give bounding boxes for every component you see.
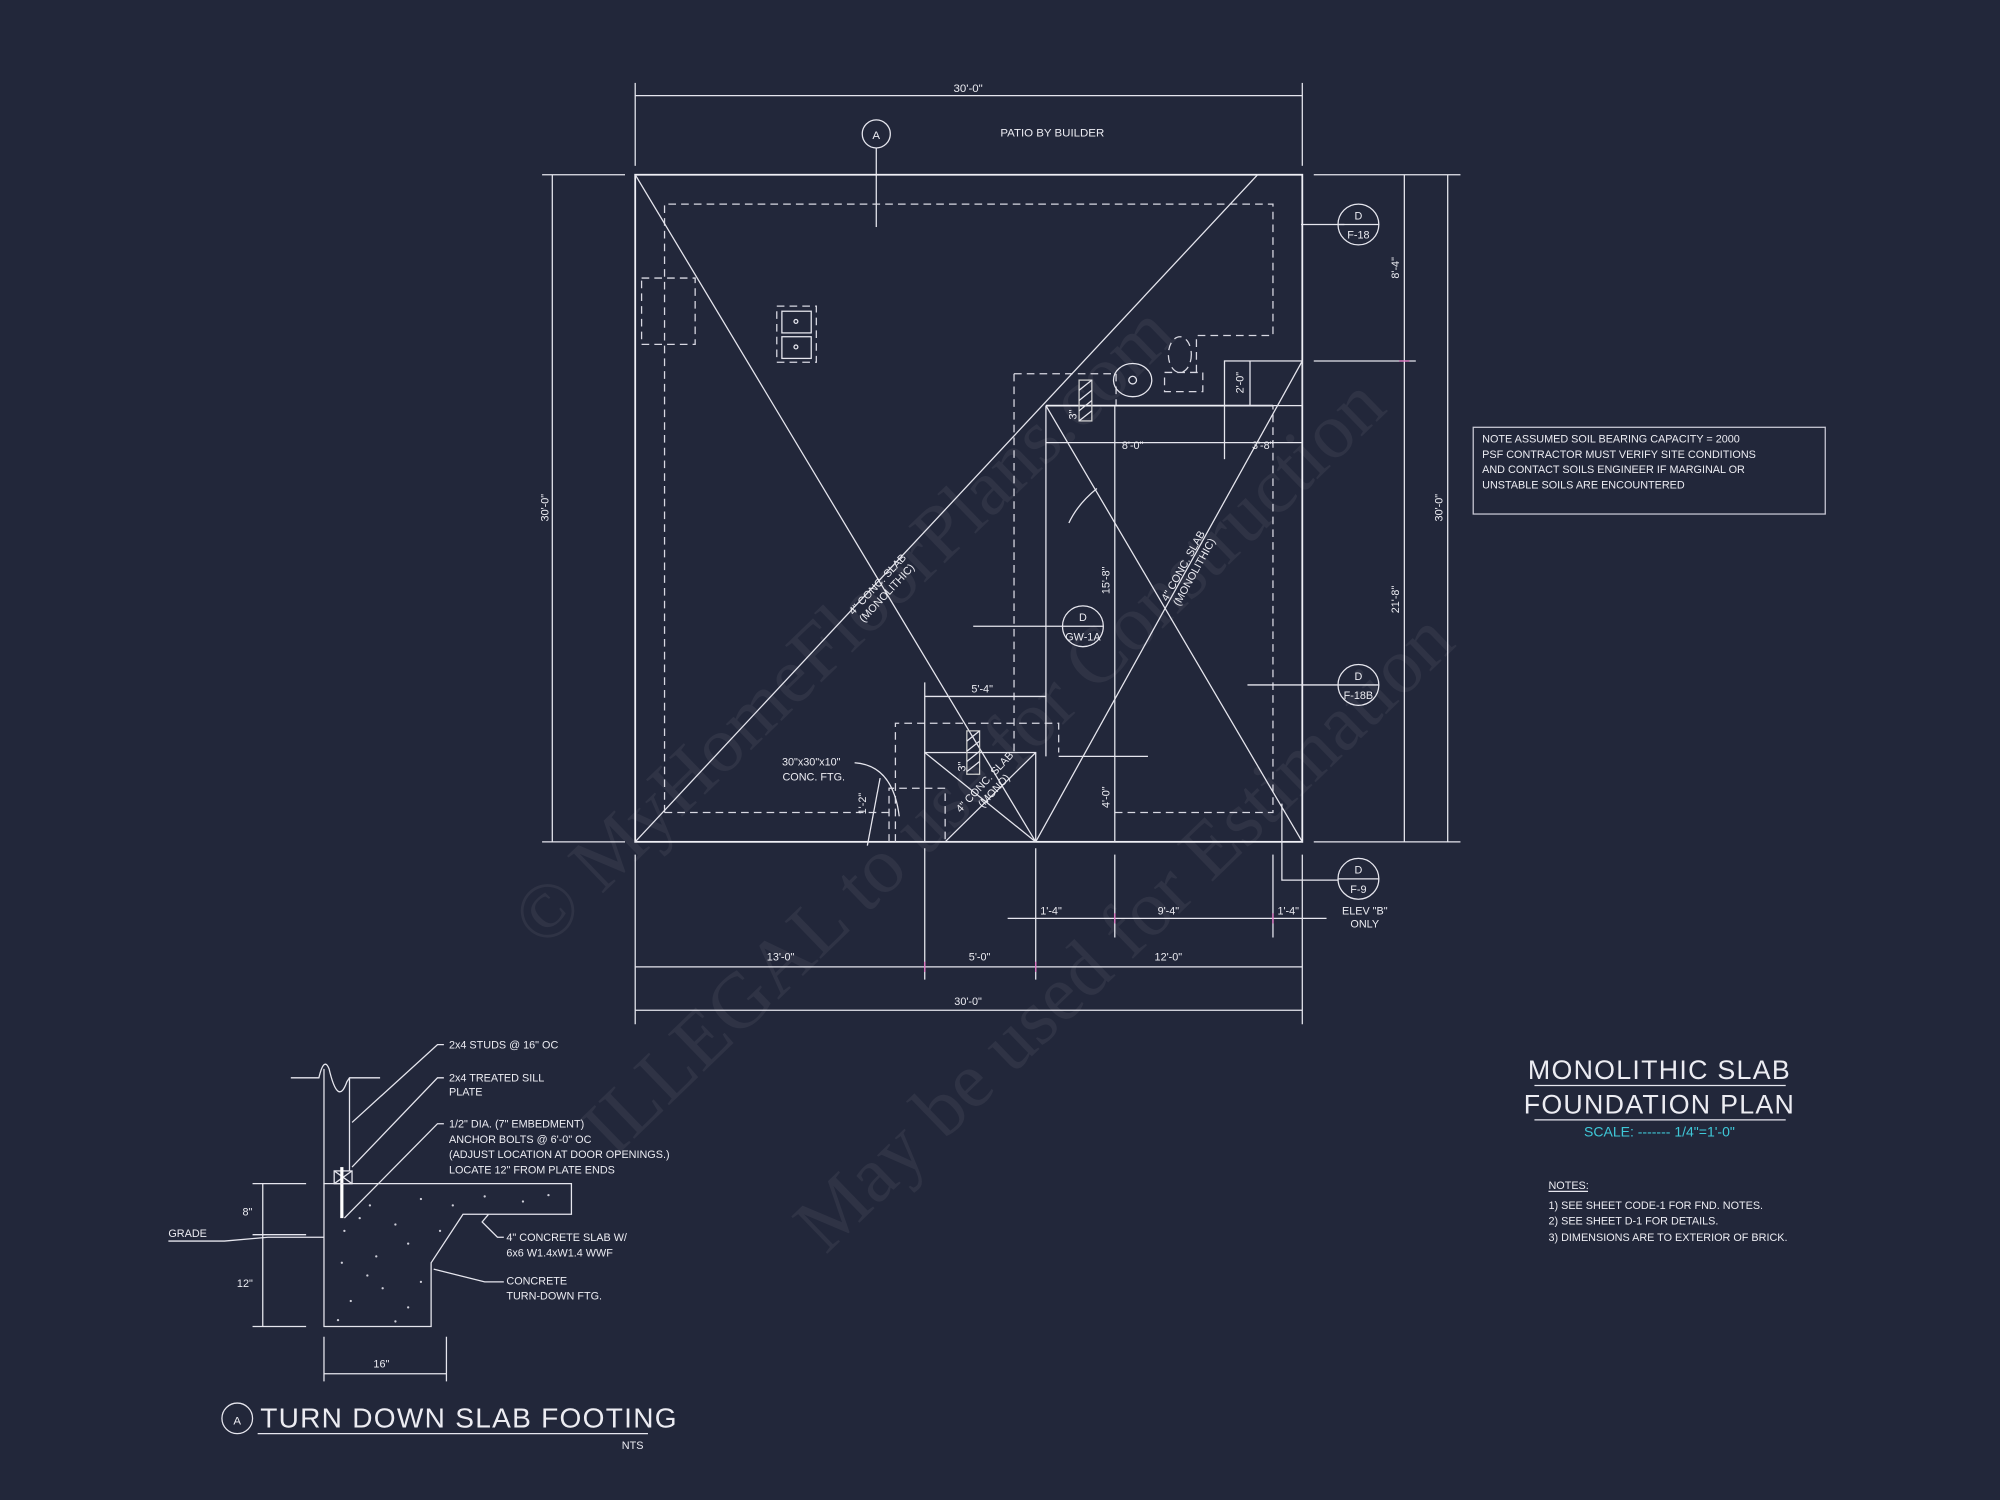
svg-text:30'-0": 30'-0" xyxy=(1434,494,1446,522)
dim-3in: 3" xyxy=(957,761,969,771)
svg-text:CONC. FTG.: CONC. FTG. xyxy=(782,772,845,784)
svg-text:(ADJUST LOCATION AT DOOR OPENI: (ADJUST LOCATION AT DOOR OPENINGS.) xyxy=(449,1149,670,1161)
double-sink xyxy=(776,305,817,363)
svg-text:PSF CONTRACTOR MUST VERIFY SIT: PSF CONTRACTOR MUST VERIFY SITE CONDITIO… xyxy=(1482,449,1756,461)
footing-leader xyxy=(854,762,900,817)
svg-text:12'-0": 12'-0" xyxy=(1155,951,1183,963)
dim-16in: 16" xyxy=(373,1358,389,1370)
svg-text:LOCATE 12" FROM PLATE ENDS: LOCATE 12" FROM PLATE ENDS xyxy=(449,1164,615,1176)
dim-8in: 8" xyxy=(243,1207,253,1219)
svg-text:TURN-DOWN FTG.: TURN-DOWN FTG. xyxy=(506,1291,602,1303)
svg-text:30"x30"x10": 30"x30"x10" xyxy=(782,756,841,768)
elev-b-note-2: ONLY xyxy=(1350,918,1379,930)
svg-text:5'-0": 5'-0" xyxy=(969,951,991,963)
title-line-2: FOUNDATION PLAN xyxy=(1524,1090,1795,1120)
svg-text:UNSTABLE SOILS ARE ENCOUNTERED: UNSTABLE SOILS ARE ENCOUNTERED xyxy=(1482,480,1685,492)
plan-title-block: MONOLITHIC SLAB FOUNDATION PLAN SCALE: -… xyxy=(1524,1055,1795,1139)
interior-walls xyxy=(854,360,1303,846)
svg-text:F-18: F-18 xyxy=(1347,230,1369,242)
detail-tag-f18b[interactable]: D F-18B xyxy=(1247,663,1380,706)
svg-text:F-18B: F-18B xyxy=(1344,690,1374,702)
detail-title: TURN DOWN SLAB FOOTING xyxy=(260,1402,678,1433)
fixtures xyxy=(640,277,1204,398)
inner-dashed-bottom xyxy=(664,405,1274,814)
callout-footing: CONCRETE xyxy=(506,1275,567,1287)
svg-text:NOTE ASSUMED SOIL BEARING CAPA: NOTE ASSUMED SOIL BEARING CAPACITY = 200… xyxy=(1482,434,1740,446)
svg-text:D: D xyxy=(1355,210,1363,222)
concrete-stipple xyxy=(336,1194,550,1323)
svg-text:AND CONTACT SOILS ENGINEER IF: AND CONTACT SOILS ENGINEER IF MARGINAL O… xyxy=(1482,464,1745,476)
dim-8-0: 8'-0" xyxy=(1122,440,1144,452)
detail-tag-gw1a[interactable]: D GW-1A xyxy=(973,605,1104,648)
detail-scale: NTS xyxy=(622,1440,644,1452)
callout-sill: 2x4 TREATED SILL xyxy=(449,1073,544,1085)
turn-down-slab-detail: 8" 12" GRADE 16" 2x4 STUDS @ 16" OC 2x4 … xyxy=(168,1039,678,1452)
svg-text:F-9: F-9 xyxy=(1350,884,1366,896)
svg-text:GW-1A: GW-1A xyxy=(1065,631,1101,643)
svg-text:1'-4": 1'-4" xyxy=(1040,906,1062,918)
svg-text:A: A xyxy=(872,130,880,142)
soil-bearing-note: NOTE ASSUMED SOIL BEARING CAPACITY = 200… xyxy=(1472,426,1826,515)
svg-text:21'-8": 21'-8" xyxy=(1390,586,1402,614)
dim-12in: 12" xyxy=(237,1278,253,1290)
inner-dashed-line xyxy=(663,203,1274,813)
svg-text:D: D xyxy=(1079,612,1087,624)
hatched-post xyxy=(966,730,981,775)
top-dimension: 30'-0" xyxy=(634,83,1303,166)
svg-text:30'-0": 30'-0" xyxy=(539,494,551,522)
section-marker-a[interactable]: A xyxy=(861,119,891,228)
detail-marker: A xyxy=(233,1416,241,1428)
detail-marker-circle xyxy=(221,1402,254,1435)
right-dimensions: 8'-4" 21'-8" 30'-0" xyxy=(1313,174,1461,843)
toilet-icon xyxy=(1112,362,1153,398)
top-dim-label: 30'-0" xyxy=(954,83,983,95)
dim-1-2: 1'-2" xyxy=(857,793,869,815)
scale-label: SCALE: ------- 1/4"=1'-0" xyxy=(1584,1123,1735,1139)
grade-label: GRADE xyxy=(168,1228,207,1240)
patio-label: PATIO BY BUILDER xyxy=(1000,127,1104,139)
elev-b-note: ELEV "B" xyxy=(1342,906,1388,918)
svg-text:9'-4": 9'-4" xyxy=(1158,906,1180,918)
dim-3-8: 3'-8" xyxy=(1252,440,1274,452)
toilet-tank xyxy=(1163,371,1204,393)
left-dimension: 30'-0" xyxy=(539,174,625,843)
callout-slab: 4" CONCRETE SLAB W/ xyxy=(506,1232,628,1244)
svg-text:13'-0": 13'-0" xyxy=(767,951,795,963)
svg-text:30'-0": 30'-0" xyxy=(954,996,982,1008)
dim-3in: 3" xyxy=(1068,409,1080,419)
svg-text:PLATE: PLATE xyxy=(449,1087,483,1099)
footing-label: 30"x30"x10" CONC. FTG. xyxy=(782,756,845,783)
svg-text:1) SEE SHEET CODE-1 FOR FND.: 1) SEE SHEET CODE-1 FOR FND. NOTES. xyxy=(1548,1200,1763,1212)
svg-text:ANCHOR BOLTS @ 6'-0" OC: ANCHOR BOLTS @ 6'-0" OC xyxy=(449,1134,592,1146)
water-heater-icon xyxy=(1167,336,1192,374)
general-notes: NOTES: 1) SEE SHEET CODE-1 FOR FND. NOTE… xyxy=(1548,1180,1787,1244)
notes-heading: NOTES: xyxy=(1548,1180,1588,1192)
svg-text:D: D xyxy=(1355,671,1363,683)
svg-text:1'-4": 1'-4" xyxy=(1277,906,1299,918)
svg-text:8'-4": 8'-4" xyxy=(1390,257,1402,279)
dim-4-0: 4'-0" xyxy=(1101,786,1113,808)
callout-studs: 2x4 STUDS @ 16" OC xyxy=(449,1039,558,1051)
foundation-plan: 30'-0" A PATIO BY BUILDER xyxy=(539,83,1461,1025)
door-swing-arrow xyxy=(1068,488,1098,524)
svg-text:3) DIMENSIONS ARE TO EXTERIOR: 3) DIMENSIONS ARE TO EXTERIOR OF BRICK. xyxy=(1548,1232,1787,1244)
svg-text:2) SEE SHEET D-1 FOR DETAILS.: 2) SEE SHEET D-1 FOR DETAILS. xyxy=(1548,1215,1718,1227)
title-line-1: MONOLITHIC SLAB xyxy=(1528,1055,1791,1085)
fixture-outline xyxy=(640,277,696,346)
concrete-slab-section xyxy=(323,1183,573,1328)
dim-15-8: 15'-8" xyxy=(1101,566,1113,594)
dim-2-0: 2'-0" xyxy=(1235,372,1247,394)
dim-5-4: 5'-4" xyxy=(971,684,993,696)
svg-text:D: D xyxy=(1355,865,1363,877)
detail-tag-f18[interactable]: D F-18 xyxy=(1301,203,1380,246)
detail-tag-f9[interactable]: D F-9 ELEV "B" ONLY xyxy=(1281,803,1388,931)
callout-anchor-bolts: 1/2" DIA. (7" EMBEDMENT) xyxy=(449,1119,584,1131)
svg-text:6x6 W1.4xW1.4 WWF: 6x6 W1.4xW1.4 WWF xyxy=(506,1247,613,1259)
bottom-dimensions: 1'-4" 9'-4" 1'-4" 13'-0" 5'-0" 12'-0" 30… xyxy=(634,848,1327,1025)
